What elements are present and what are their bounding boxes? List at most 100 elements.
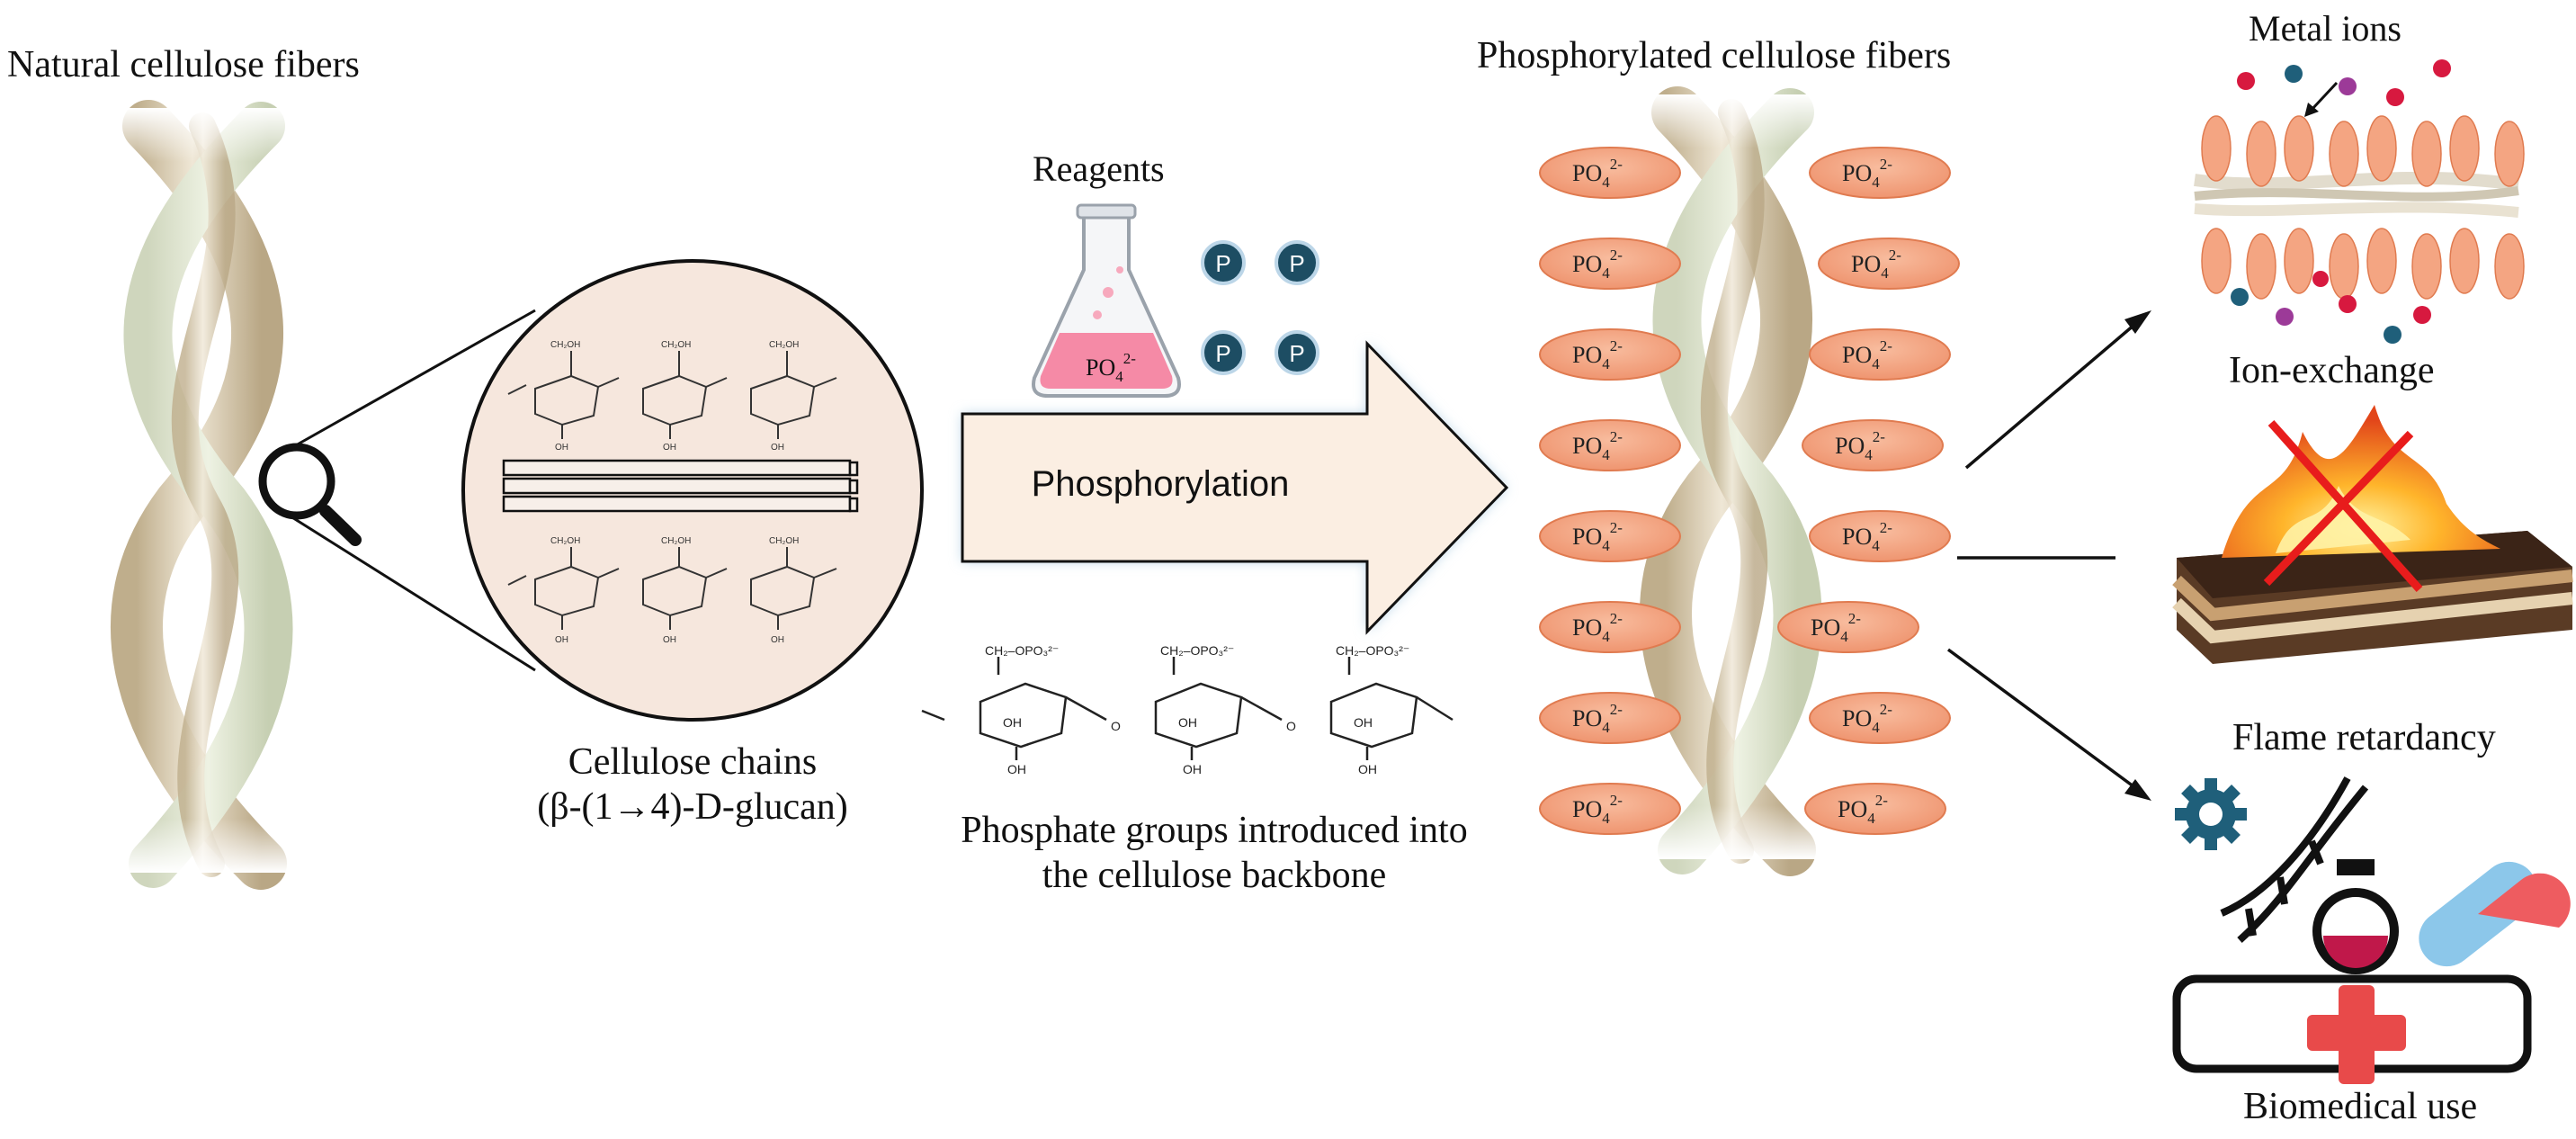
natural-fiber-strand [90, 100, 324, 890]
ion-blue-1 [2285, 65, 2303, 83]
ion-oval-top-1 [2201, 115, 2232, 182]
svg-text:PO42-: PO42- [1572, 610, 1623, 645]
oh-label-1: OH [555, 443, 568, 453]
svg-text:PO42-: PO42- [1572, 428, 1623, 463]
oh-label-4: OH [555, 635, 568, 645]
svg-text:PO42-: PO42- [1842, 519, 1892, 554]
flask-formula: PO42- [1086, 350, 1136, 385]
phosphate-oval-right-8: PO42- [1804, 783, 1946, 835]
ion-oval-bottom-7 [2449, 228, 2480, 294]
phosphate-oval-right-6: PO42- [1777, 601, 1919, 653]
ion-oval-bottom-1 [2201, 228, 2232, 294]
metal-ions-label: Metal ions [2249, 8, 2402, 49]
zoom-line-top [287, 309, 536, 452]
svg-text:PO42-: PO42- [1811, 610, 1861, 645]
cellulose-chains-caption: Cellulose chains (β-(1→4)-D-glucan) [486, 740, 899, 830]
phosphate-oval-left-6: PO42- [1539, 601, 1681, 653]
ion-oval-top-2 [2246, 121, 2276, 187]
cross-line-2 [2263, 430, 2414, 587]
phosphate-oval-right-7: PO42- [1809, 692, 1951, 744]
ion-purple-1 [2339, 77, 2357, 95]
ion-oval-bottom-8 [2494, 233, 2525, 300]
ion-exchange-label: Ion-exchange [2229, 350, 2435, 391]
ion-purple-2 [2276, 308, 2294, 326]
ion-oval-bottom-5 [2366, 228, 2397, 294]
application-arrows [1946, 310, 2151, 801]
o-label-1: O [1111, 719, 1121, 733]
phosphate-oval-right-4: PO42- [1802, 419, 1944, 471]
ion-oval-top-5 [2366, 115, 2397, 182]
ch2oh-label-1: CH₂OH [550, 340, 580, 350]
natural-fibers-label: Natural cellulose fibers [7, 44, 360, 85]
ion-oval-bottom-6 [2411, 233, 2442, 300]
ion-oval-bottom-3 [2284, 228, 2314, 294]
phosphate-intro-caption: Phosphate groups introduced into the cel… [917, 808, 1511, 898]
chain-stack [502, 459, 859, 513]
flask-icon [2312, 859, 2399, 974]
cellulose-chains-line2: (β-(1→4)-D-glucan) [537, 786, 848, 828]
ion-red-2 [2386, 88, 2404, 106]
phosphorylation-label: Phosphorylation [1031, 464, 1290, 504]
svg-text:P: P [1289, 250, 1304, 277]
oh-label-6: OH [771, 635, 784, 645]
ion-red-4 [2339, 295, 2357, 313]
svg-text:PO42-: PO42- [1842, 337, 1892, 372]
ion-oval-bottom-2 [2246, 233, 2276, 300]
oh-label-5: OH [663, 635, 676, 645]
phosphate-oval-left-7: PO42- [1539, 692, 1681, 744]
arrow-to-biomedical [1946, 648, 2142, 794]
phosphorylation-arrow [961, 340, 1509, 635]
oh-label-11: OH [1183, 762, 1202, 776]
svg-text:PO42-: PO42- [1838, 792, 1888, 827]
svg-text:PO42-: PO42- [1842, 701, 1892, 736]
p-badge-icon-1: P [1201, 240, 1246, 285]
svg-text:P: P [1215, 340, 1230, 367]
ion-oval-top-8 [2494, 121, 2525, 187]
svg-text:PO42-: PO42- [1572, 792, 1623, 827]
flame-retardancy-label: Flame retardancy [2232, 717, 2496, 758]
ch2opo3-label-3: CH₂–OPO₃²⁻ [1336, 643, 1409, 658]
oh-label-7: OH [1003, 715, 1022, 730]
dna-icon [2220, 776, 2369, 943]
ch2oh-label-2: CH₂OH [661, 340, 691, 350]
phosphate-intro-line2: the cellulose backbone [1042, 855, 1387, 896]
phosphate-oval-left-3: PO42- [1539, 328, 1681, 381]
magnifier-icon [258, 443, 362, 546]
arrow-to-ion-exchange [1964, 318, 2142, 470]
oh-label-3: OH [771, 443, 784, 453]
phosphorus-badges: P P P P [1201, 240, 1319, 375]
phosphate-oval-right-2: PO42- [1818, 238, 1960, 290]
svg-text:PO42-: PO42- [1842, 156, 1892, 191]
ion-red-3 [2433, 59, 2451, 77]
ch2opo3-label-1: CH₂–OPO₃²⁻ [985, 643, 1059, 658]
oh-label-2: OH [663, 443, 676, 453]
ch2oh-label-4: CH₂OH [550, 536, 580, 546]
ch2oh-label-5: CH₂OH [661, 536, 691, 546]
svg-text:P: P [1289, 340, 1304, 367]
p-badge-icon-4: P [1275, 330, 1319, 375]
reagent-flask-icon [1032, 203, 1181, 398]
svg-text:PO42-: PO42- [1572, 337, 1623, 372]
ion-oval-top-7 [2449, 115, 2480, 182]
phosphorylated-glucose-chain [921, 657, 1453, 760]
oh-label-12: OH [1358, 762, 1377, 776]
oh-label-10: OH [1007, 762, 1026, 776]
ion-blue-2 [2231, 288, 2249, 306]
phosphate-oval-right-5: PO42- [1809, 510, 1951, 562]
ion-blue-3 [2384, 326, 2402, 344]
biomedical-use-label: Biomedical use [2243, 1086, 2478, 1127]
phosphorylated-fiber-strand [1619, 86, 1853, 876]
ch2oh-label-3: CH₂OH [769, 340, 799, 350]
pill-icon [2419, 861, 2571, 967]
svg-text:PO42-: PO42- [1835, 428, 1885, 463]
ion-red-1 [2237, 72, 2255, 90]
ion-red-5 [2413, 306, 2431, 324]
phosphate-oval-left-5: PO42- [1539, 510, 1681, 562]
flame-retardancy-illustration [2172, 405, 2573, 664]
biomedical-illustration [2172, 776, 2571, 1084]
phosphate-oval-left-2: PO42- [1539, 238, 1681, 290]
svg-text:P: P [1215, 250, 1230, 277]
p-badge-icon-2: P [1275, 240, 1319, 285]
oh-label-8: OH [1178, 715, 1197, 730]
